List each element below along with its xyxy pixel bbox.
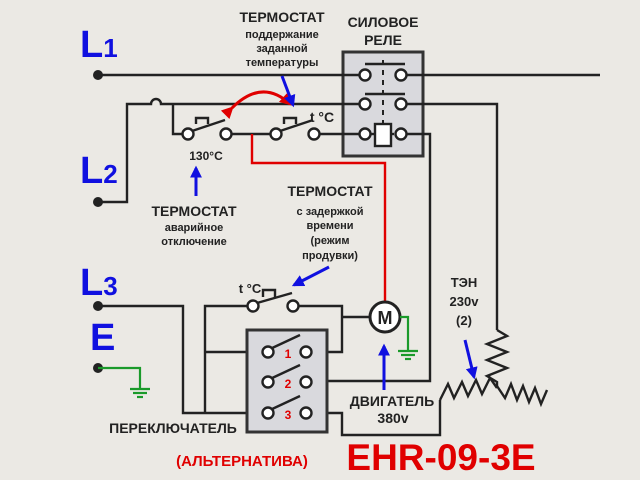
heater-element-2 — [438, 375, 498, 401]
relay-coil — [373, 122, 393, 148]
switch-position-3: 3 — [285, 408, 292, 422]
thermostat-main-temp: t °C — [310, 109, 334, 125]
heater-element-3 — [496, 380, 549, 408]
relay-terminals — [358, 68, 408, 141]
motor-label-2: 380v — [377, 410, 408, 426]
alternative-label: (АЛЬТЕРНАТИВА) — [176, 453, 308, 470]
thermostat-main-title: ТЕРМОСТАТ — [240, 9, 325, 25]
thermostat-delay-temp: t °C — [239, 281, 262, 296]
wires — [98, 73, 600, 437]
heater-element-1 — [483, 328, 511, 386]
relay-title-2: РЕЛЕ — [364, 32, 402, 48]
thermostat-delay-switch — [246, 288, 300, 313]
emergency-temp: 130°C — [189, 149, 223, 163]
thermostat-emergency-switch — [181, 116, 233, 141]
arrows — [190, 75, 478, 390]
thermostat-delay-desc-2: времени — [306, 220, 353, 232]
ground-icon — [98, 366, 150, 399]
line-label-l3: L3 — [80, 262, 118, 304]
thermostat-delay-desc-1: с задержкой — [297, 206, 364, 218]
motor-label-1: ДВИГАТЕЛЬ — [350, 393, 434, 409]
line-label-l1: L1 — [80, 24, 118, 66]
thermostat-emergency-title: ТЕРМОСТАТ — [152, 203, 237, 219]
thermostat-emergency-desc-2: отключение — [161, 236, 226, 248]
relay-contacts — [365, 60, 405, 148]
switch-position-2: 2 — [285, 377, 292, 391]
selector-switch — [245, 328, 329, 434]
relay-title-1: СИЛОВОЕ — [348, 14, 419, 30]
switch-position-1: 1 — [285, 347, 292, 361]
thermostat-emergency-desc-1: аварийное — [165, 222, 224, 234]
thermostat-main-desc-1: поддержание — [245, 29, 318, 41]
ground-icon — [398, 315, 418, 361]
thermostat-main-desc-2: заданной — [256, 43, 307, 55]
switch-label: ПЕРЕКЛЮЧАТЕЛЬ — [109, 420, 237, 436]
heater-label-3: (2) — [456, 313, 472, 328]
thermostat-main-desc-3: температуры — [246, 57, 319, 69]
thermostat-delay-title: ТЕРМОСТАТ — [288, 183, 373, 199]
model-title: EHR-09-3E — [346, 437, 535, 478]
motor-symbol: M — [378, 308, 393, 328]
heater-label-2: 230v — [450, 294, 480, 309]
control-wire — [250, 134, 387, 303]
selector-contacts — [261, 333, 313, 420]
line-label-e: E — [90, 317, 115, 359]
heater-label-1: ТЭН — [451, 275, 478, 290]
thermostat-delay-desc-4: продувки) — [302, 250, 358, 262]
line-label-l2: L2 — [80, 150, 118, 192]
thermostat-delay-desc-3: (режим — [310, 235, 349, 247]
